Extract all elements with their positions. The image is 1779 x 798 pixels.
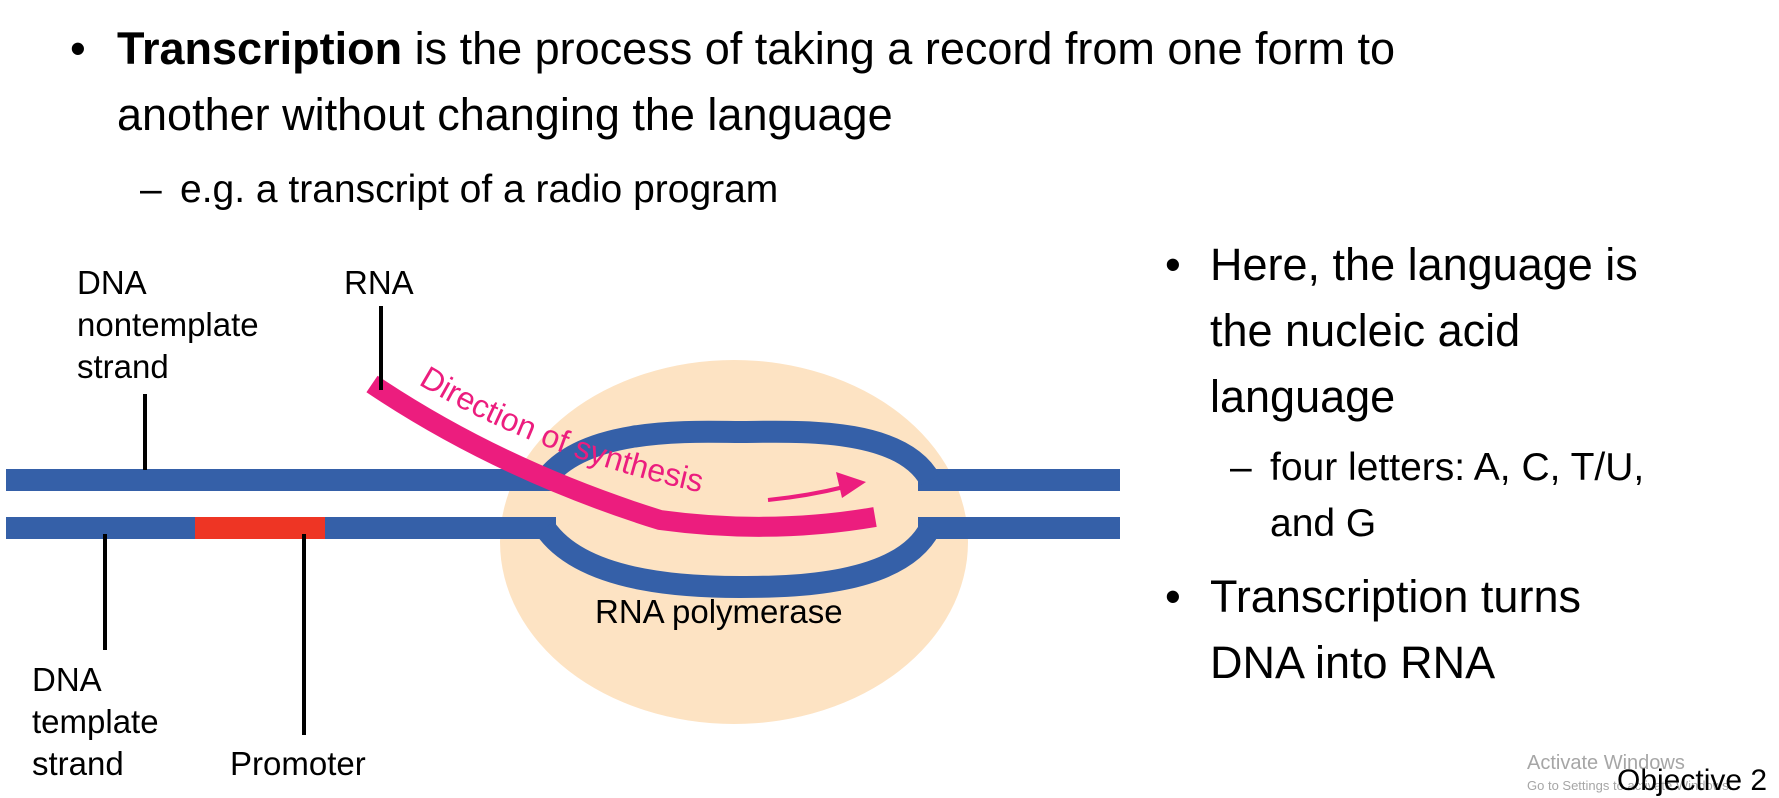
bullet-1-line-2: another without changing the language bbox=[117, 89, 893, 140]
bullet-3-line-1: Transcription turns bbox=[1210, 571, 1581, 622]
rna-strand bbox=[366, 375, 877, 537]
dna-template-label-line-3: strand bbox=[32, 745, 124, 782]
bullet-3-line-2: DNA into RNA bbox=[1210, 637, 1496, 688]
bullet-2-dot: • bbox=[1165, 239, 1181, 290]
activate-windows-subtitle: Go to Settings to activate Windows. bbox=[1527, 778, 1733, 793]
bullet-3-dot: • bbox=[1165, 571, 1181, 622]
dna-template-label-line-1: DNA bbox=[32, 661, 102, 698]
bullet-1-line-1: Transcription is the process of taking a… bbox=[117, 16, 1395, 82]
transcription-diagram: Direction of synthesis bbox=[6, 306, 1120, 735]
direction-arrow bbox=[767, 485, 845, 502]
objective-label: Objective 2 bbox=[1617, 764, 1768, 797]
sub-2-line-2: and G bbox=[1270, 502, 1377, 545]
bullet-2-line-1: Here, the language is bbox=[1210, 239, 1638, 290]
dna-nontemplate-label-line-1: DNA bbox=[77, 264, 147, 301]
dna-template-label: DNA template strand bbox=[32, 659, 159, 785]
bullet-2-line-3: language bbox=[1210, 371, 1396, 422]
sub-1-text: e.g. a transcript of a radio program bbox=[180, 168, 779, 211]
rna-label: RNA bbox=[344, 264, 414, 301]
dna-nontemplate-strand-left bbox=[6, 469, 556, 491]
bullet-2-line-2: the nucleic acid bbox=[1210, 305, 1521, 356]
dna-nontemplate-label: DNA nontemplate strand bbox=[77, 262, 259, 388]
sub-2-line-1: four letters: A, C, T/U, bbox=[1270, 446, 1645, 489]
sub-1-dash: – bbox=[140, 168, 162, 211]
rna-polymerase-label: RNA polymerase bbox=[595, 593, 843, 630]
promoter-region bbox=[195, 517, 325, 539]
dna-nontemplate-label-line-2: nontemplate bbox=[77, 306, 259, 343]
dna-nontemplate-label-line-3: strand bbox=[77, 348, 169, 385]
direction-arrowhead bbox=[836, 472, 866, 498]
dna-template-bubble bbox=[535, 521, 940, 599]
bullet-1-dot: • bbox=[70, 23, 86, 74]
dna-template-label-line-2: template bbox=[32, 703, 159, 740]
dna-nontemplate-bubble bbox=[536, 420, 940, 488]
activate-windows-title: Activate Windows bbox=[1527, 752, 1685, 774]
dna-nontemplate-strand-right bbox=[918, 469, 1120, 491]
dna-template-strand-right bbox=[918, 517, 1120, 539]
bullet-1-text: is the process of taking a record from o… bbox=[402, 23, 1396, 74]
promoter-label: Promoter bbox=[230, 745, 366, 782]
bullet-1-term: Transcription bbox=[117, 23, 403, 74]
sub-2-dash: – bbox=[1230, 446, 1252, 489]
